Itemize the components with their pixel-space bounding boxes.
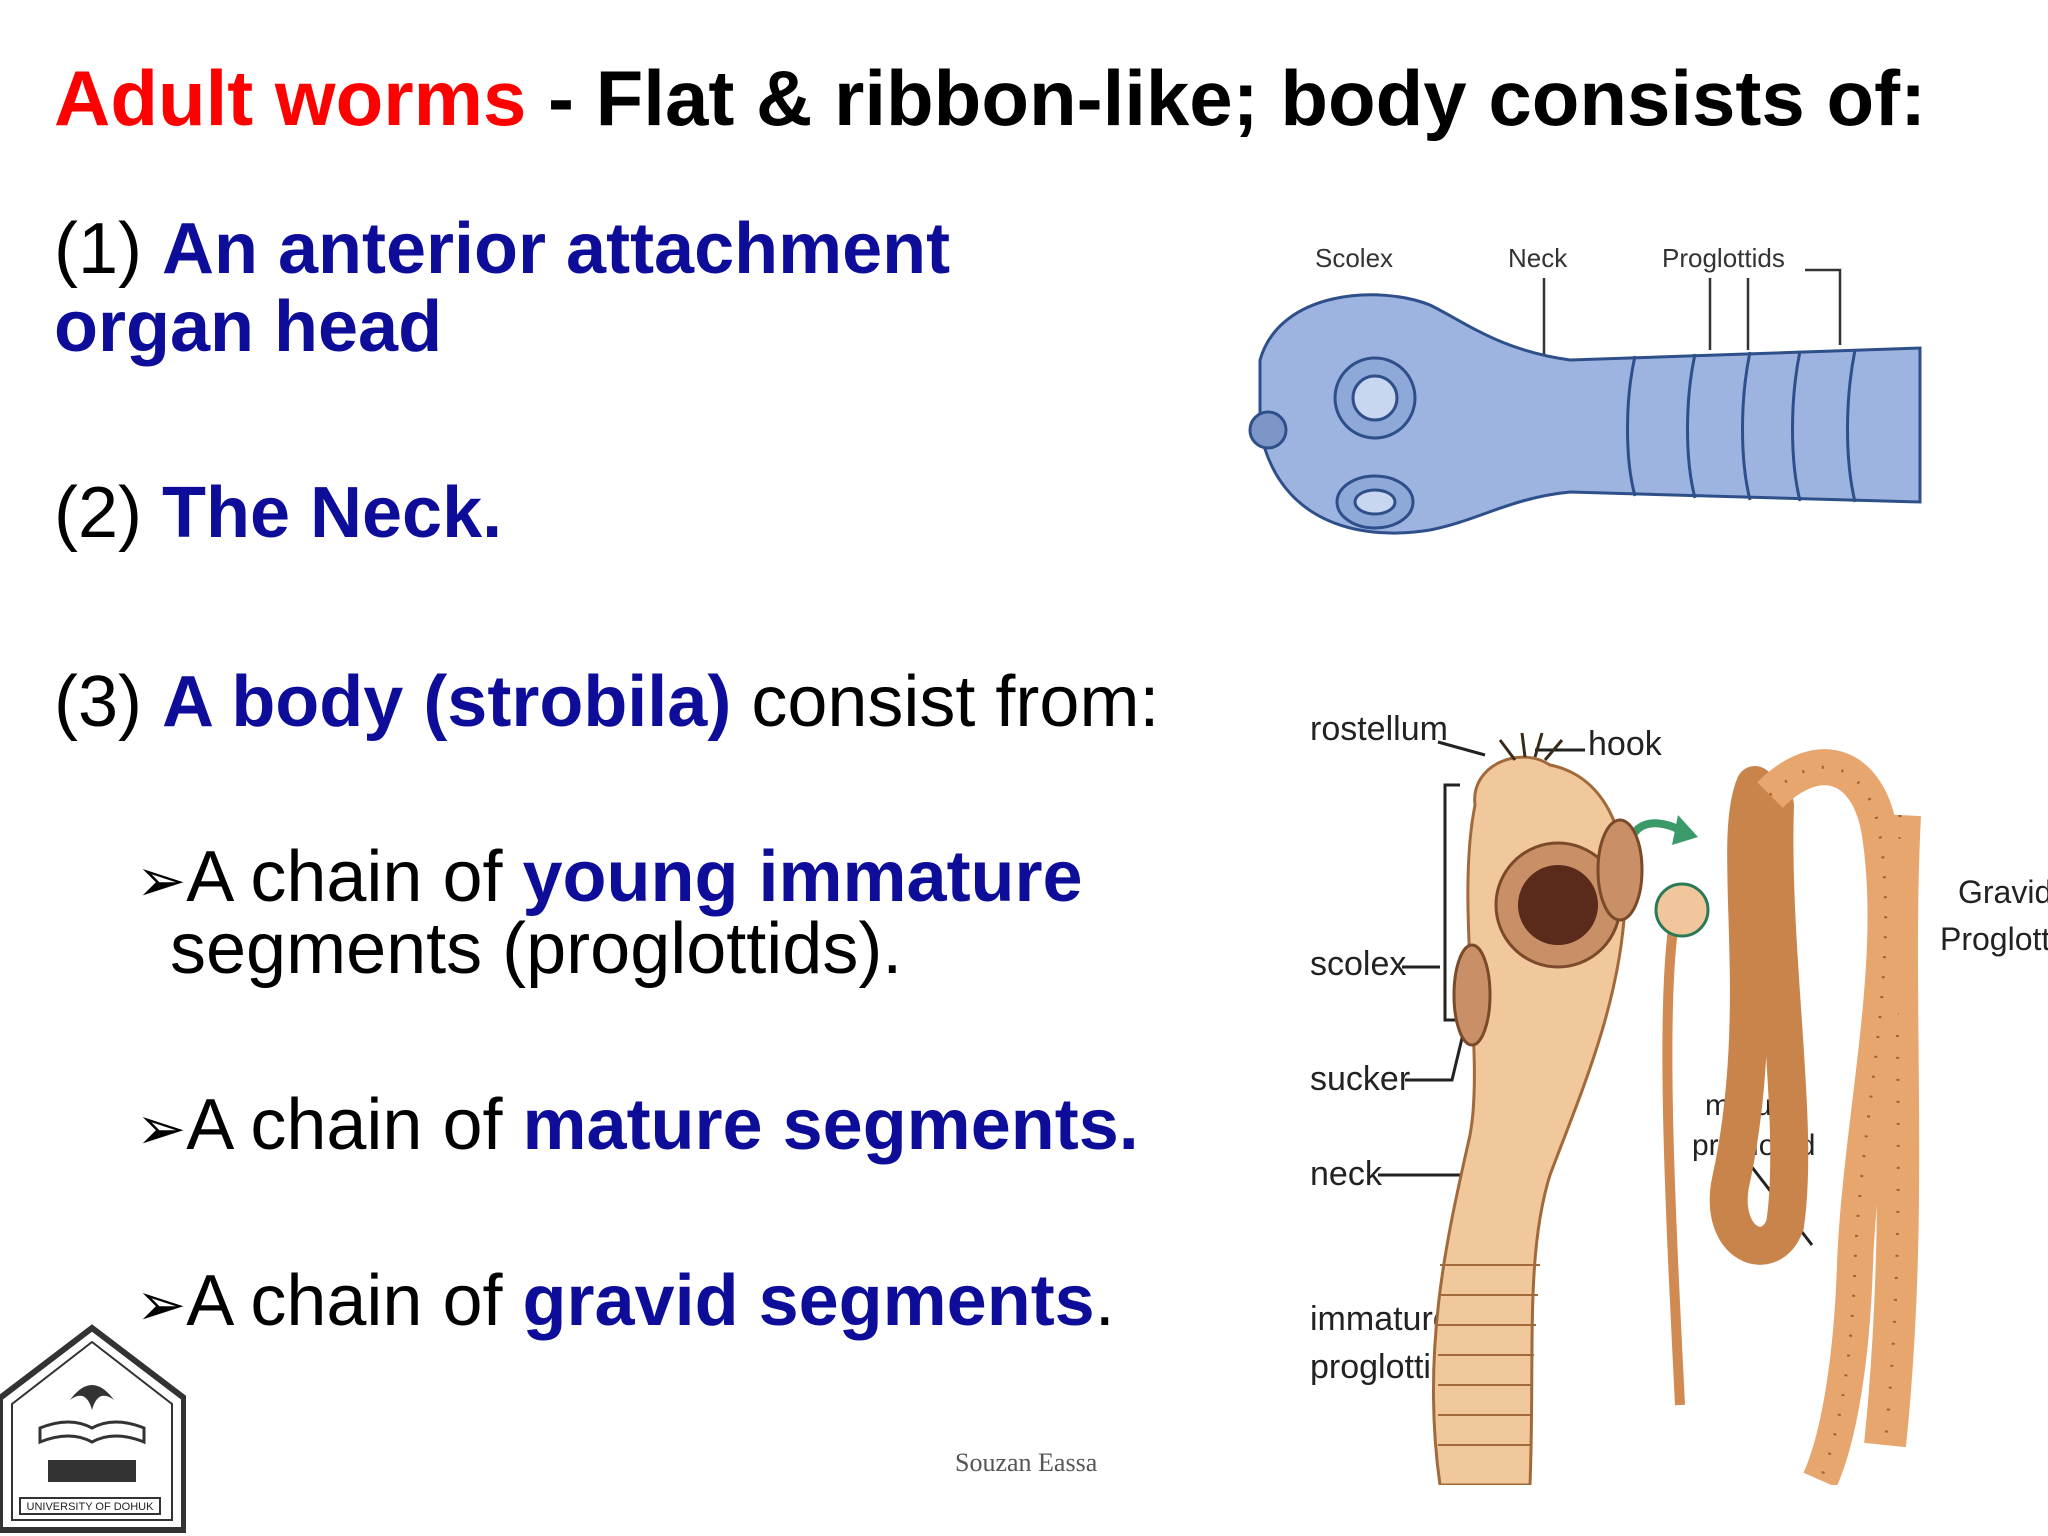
- label-immature: immature: [1310, 1300, 1452, 1338]
- label-neck: neck: [1310, 1155, 1383, 1193]
- bullet-3-pre: A chain of: [186, 1261, 523, 1341]
- arrow-bullet-icon: ➢: [136, 1271, 187, 1338]
- diagram1-label-neck: Neck: [1508, 243, 1568, 273]
- item-3-number: (3): [54, 662, 162, 742]
- bullet-2: ➢A chain of mature segments.: [136, 1086, 1139, 1168]
- label-rostellum: rostellum: [1310, 710, 1448, 748]
- book-icon: [38, 1420, 146, 1445]
- item-3: (3) A body (strobila) consist from:: [54, 663, 1159, 741]
- item-1-line2: organ head: [54, 288, 442, 366]
- bullet-1-pre: A chain of: [186, 837, 523, 917]
- arrow-bullet-icon: ➢: [136, 847, 187, 914]
- hooks-icon: [1498, 732, 1564, 761]
- worm-body-blue: [1258, 293, 1922, 535]
- diagram1-label-scolex: Scolex: [1315, 243, 1393, 273]
- diagram1-label-proglottids: Proglottids: [1662, 243, 1785, 273]
- small-scolex-icon: [1654, 882, 1710, 938]
- item-1-bold-line2: organ head: [54, 287, 443, 367]
- bullet-3: ➢A chain of gravid segments.: [136, 1262, 1115, 1344]
- item-3-tail: consist from:: [731, 662, 1160, 742]
- torch-icon: [70, 1385, 114, 1410]
- title-highlight: Adult worms: [54, 54, 527, 142]
- label-gravid: Gravid: [1958, 874, 2048, 910]
- university-logo: UNIVERSITY OF DOHUK: [0, 1324, 186, 1533]
- bullet-3-bold: gravid segments: [522, 1261, 1095, 1341]
- label-immature-proglottid: proglottid: [1310, 1348, 1450, 1386]
- item-3-bold: A body (strobila): [162, 662, 732, 742]
- side-sucker-icon: [1596, 818, 1644, 922]
- immature-segments: [1438, 1264, 1540, 1446]
- bullet-1: ➢A chain of young immature: [136, 838, 1083, 920]
- item-1: (1) An anterior attachment: [54, 210, 950, 288]
- diagram1-leader-lines: [1542, 268, 1842, 360]
- bullet-2-bold: mature segments.: [522, 1085, 1139, 1165]
- bullet-1-line2-text: segments (proglottids).: [170, 909, 903, 989]
- proglottid-segments: [1626, 349, 1857, 503]
- rostellum-hooks-icon: [1248, 410, 1288, 450]
- title-rest: - Flat & ribbon-like; body consists of:: [526, 54, 1927, 142]
- item-1-number: (1): [54, 209, 162, 289]
- logo-text: UNIVERSITY OF DOHUK: [27, 1501, 155, 1513]
- arrow-bullet-icon: ➢: [136, 1095, 187, 1162]
- item-1-bold: An anterior attachment: [162, 209, 951, 289]
- label-scolex: scolex: [1310, 945, 1406, 983]
- item-2-bold: The Neck.: [162, 473, 503, 553]
- tapeworm-head-diagram: Scolex Neck Proglottids: [1248, 243, 1922, 535]
- label-gravid-proglottid: Proglottid: [1940, 921, 2048, 957]
- item-2-number: (2): [54, 473, 162, 553]
- side-sucker-icon: [1452, 943, 1492, 1047]
- bullet-1-bold: young immature: [522, 837, 1083, 917]
- mature-strobila: [1709, 766, 1809, 1265]
- footer-author: Souzan Eassa: [955, 1448, 1098, 1477]
- item-2: (2) The Neck.: [54, 474, 502, 552]
- bullet-1-line2: segments (proglottids).: [170, 910, 902, 988]
- label-hook: hook: [1588, 725, 1663, 763]
- label-sucker: sucker: [1310, 1060, 1410, 1098]
- slide-title: Adult worms - Flat & ribbon-like; body c…: [54, 54, 1927, 142]
- bullet-3-post: .: [1094, 1261, 1115, 1341]
- bullet-2-pre: A chain of: [186, 1085, 523, 1165]
- tapeworm-full-diagram: rostellum hook scolex sucker neck immatu…: [1310, 710, 2048, 1485]
